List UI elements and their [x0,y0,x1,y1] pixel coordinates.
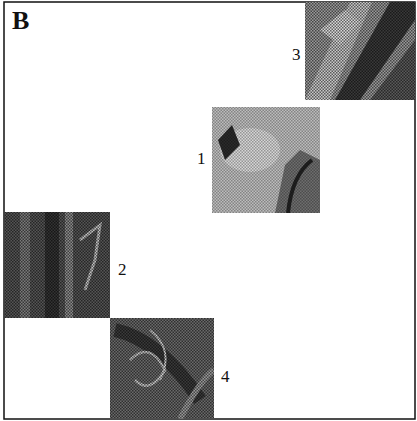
callout-number: 1 [197,150,206,167]
image-patch [4,212,110,318]
callout-number: 2 [118,261,127,278]
callout-number: 3 [292,46,301,63]
image-patch [305,2,415,100]
image-patch [110,318,214,419]
panel-label: B [12,8,29,34]
frame [4,2,415,419]
image-patch [212,107,320,213]
callout-number: 4 [221,368,230,385]
